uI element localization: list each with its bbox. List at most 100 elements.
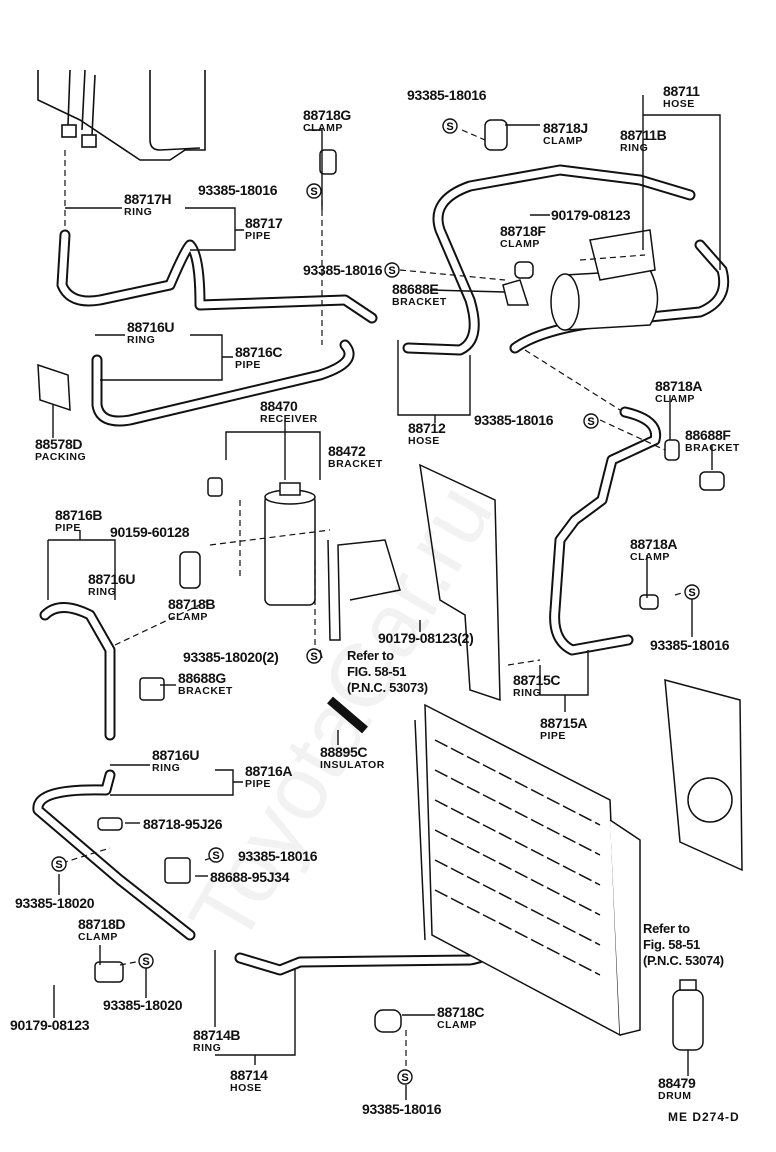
part-name: RING: [620, 142, 649, 154]
part-number: 93385-18016: [198, 182, 278, 198]
part-label-93385-18016: 93385-18016: [303, 262, 383, 278]
part-name: DRUM: [658, 1090, 692, 1102]
part-number: 93385-18016: [474, 412, 554, 428]
part-name: RECEIVER: [260, 413, 318, 425]
part-number: 88715C: [513, 672, 561, 688]
part-number: 88716B: [55, 507, 103, 523]
part-number: 88688G: [178, 670, 227, 686]
part-number: 88716U: [127, 319, 175, 335]
part-number: 90159-60128: [110, 524, 190, 540]
part-number: 88716U: [88, 571, 136, 587]
part-number: 88717: [245, 215, 283, 231]
receiver-bracket: [327, 539, 401, 641]
bolt-symbol-icon: S: [384, 262, 400, 278]
drum: [672, 989, 704, 1051]
part-name: RING: [513, 687, 542, 699]
part-number: 88718G: [303, 107, 352, 123]
bolt-symbol-icon: S: [583, 413, 599, 429]
bolt-symbol-letter: S: [212, 850, 219, 862]
part-number: 93385-18016: [303, 262, 383, 278]
part-number: 88718-95J26: [143, 816, 223, 832]
reference-note-line: Fig. 58-51: [643, 937, 700, 952]
part-number: 93385-18016: [407, 87, 487, 103]
part-name: CLAMP: [437, 1019, 477, 1031]
part-number: 93385-18016: [238, 848, 318, 864]
part-name: HOSE: [408, 435, 440, 447]
part-number: 88716C: [235, 344, 283, 360]
components: [37, 119, 743, 1051]
part-name: CLAMP: [168, 611, 208, 623]
part-number: 88718A: [630, 536, 678, 552]
part-name: BRACKET: [178, 685, 233, 697]
part-label-93385-18016: 93385-18016: [198, 182, 278, 198]
reference-note-line: (P.N.C. 53074): [643, 953, 724, 968]
part-name: PIPE: [235, 359, 261, 371]
reference-note-line: FIG. 58-51: [347, 664, 407, 679]
bolt-symbol-letter: S: [388, 265, 395, 277]
part-number: 88712: [408, 420, 446, 436]
bolt-symbol-letter: S: [587, 416, 594, 428]
part-name: CLAMP: [500, 238, 540, 250]
part-name: RING: [127, 334, 156, 346]
part-number: 88714: [230, 1067, 268, 1083]
part-number: 88688F: [685, 427, 731, 443]
part-number: 88718B: [168, 596, 216, 612]
part-number: 88895C: [320, 744, 368, 760]
part-label-93385-18020: 93385-18020: [15, 895, 95, 911]
part-number: 88472: [328, 443, 366, 459]
part-label-93385-18020: 93385-18020: [103, 997, 183, 1013]
bolt-symbol-letter: S: [310, 651, 317, 663]
part-label-93385-18016: 93385-18016: [474, 412, 554, 428]
part-number: 88479: [658, 1075, 696, 1091]
bolt-symbol-icon: S: [51, 856, 67, 872]
bolt-symbols: S S S S S S S S S S: [51, 118, 700, 1085]
part-number: 90179-08123: [10, 1017, 90, 1033]
bolt-symbol-icon: S: [442, 118, 458, 134]
part-number: 88578D: [35, 436, 83, 452]
part-name: PIPE: [55, 522, 81, 534]
part-number: 88718A: [655, 378, 703, 394]
part-number: 88711: [663, 83, 700, 99]
bolt-symbol-letter: S: [310, 186, 317, 198]
bolt-symbol-letter: S: [401, 1072, 408, 1084]
part-name: CLAMP: [78, 931, 118, 943]
part-number: 93385-18020: [103, 997, 183, 1013]
part-name: PIPE: [245, 778, 271, 790]
part-number: 88716U: [152, 747, 200, 763]
part-name: RING: [152, 762, 181, 774]
part-label-90159-60128: 90159-60128: [110, 524, 190, 540]
part-name: BRACKET: [392, 296, 447, 308]
part-number: 88718J: [543, 120, 588, 136]
part-label-93385-18020-2-: 93385-18020(2): [183, 650, 279, 664]
part-number: 93385-18020: [15, 895, 95, 911]
part-number: 88717H: [124, 191, 172, 207]
part-name: RING: [193, 1042, 222, 1054]
part-name: CLAMP: [303, 122, 343, 134]
bolt-symbol-icon: S: [684, 584, 700, 600]
part-label-90179-08123: 90179-08123: [551, 208, 631, 222]
part-label-88688-95j34: 88688-95J34: [210, 870, 290, 884]
part-label-93385-18016: 93385-18016: [238, 848, 318, 864]
bolt-symbol-icon: S: [138, 953, 154, 969]
part-label-90179-08123: 90179-08123: [10, 1017, 90, 1033]
part-name: CLAMP: [655, 393, 695, 405]
